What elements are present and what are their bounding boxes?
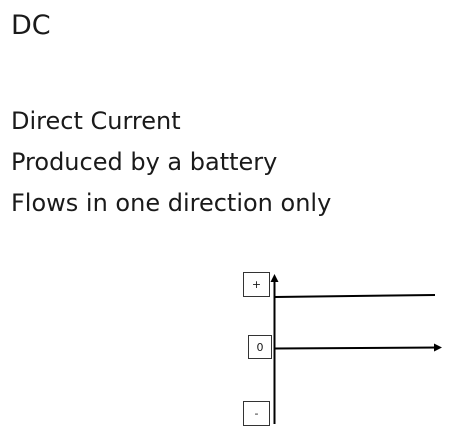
bullet-item: Produced by a battery [11,148,278,176]
bullet-list: Direct Current Produced by a battery Flo… [11,101,331,224]
negative-label: - [243,401,270,426]
bullet-item: Flows in one direction only [11,189,332,217]
positive-label: + [243,272,270,297]
time-axis [274,343,442,352]
slide-title: DC [11,10,51,41]
dc-voltage-line [274,294,436,298]
zero-label: 0 [248,335,272,359]
bullet-item: Direct Current [11,107,181,135]
